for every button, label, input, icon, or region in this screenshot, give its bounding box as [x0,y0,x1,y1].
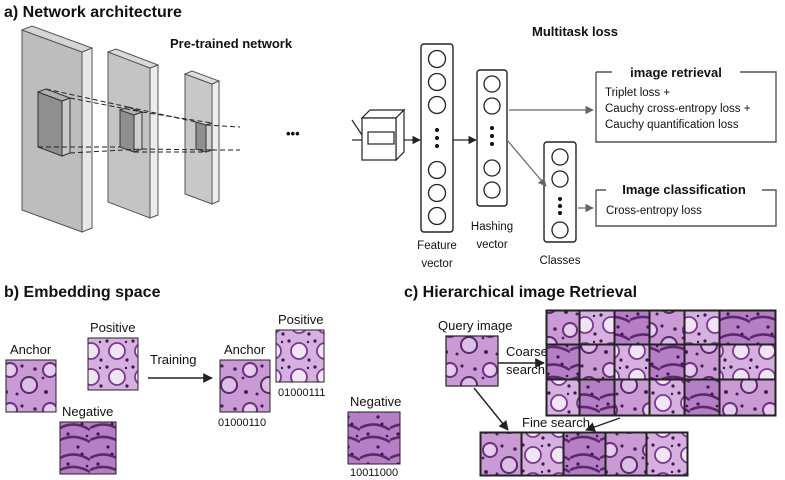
image-classification-title: Image classification [622,182,746,197]
retrieval-loss-line-2: Cauchy cross-entropy loss + [605,103,751,115]
section-a-title: a) Network architecture [4,4,182,21]
positive-image-before [87,337,139,391]
negative-label-before: Negative [62,404,113,419]
coarse-search-label-2: search [506,362,545,377]
negative-label-after: Negative [350,394,401,409]
fine-search-label: Fine search [522,415,590,430]
hash-to-classes-arrow [506,139,547,187]
anchor-image-before [5,359,57,413]
positive-label-before: Positive [90,320,136,335]
layers-ellipsis: ••• [286,126,300,141]
anchor-label-before: Anchor [10,342,52,357]
pretrained-network-label: Pre-trained network [170,36,293,51]
positive-image-after [275,329,325,383]
conv-layer-3 [183,70,221,205]
section-b-title: b) Embedding space [4,284,161,301]
hashing-vector-label-2: vector [476,239,507,251]
training-label: Training [150,352,196,367]
negative-hash-code: 10011000 [350,467,398,479]
classes-label: Classes [540,255,581,267]
coarse-search-grid [545,309,777,417]
fc-layer-cube [351,108,406,162]
feature-vector-column [420,43,454,233]
negative-image-before [59,421,117,475]
classes-column [543,141,577,243]
query-to-fine-arrow [473,387,509,431]
multitask-loss-label: Multitask loss [532,24,618,39]
query-image [445,335,499,387]
coarse-to-fine-arrow [585,417,621,432]
query-image-label: Query image [438,318,512,333]
positive-hash-code: 01000111 [278,387,325,399]
conv-layer-2 [106,48,160,219]
fine-search-results [479,431,689,477]
retrieval-loss-line-1: Triplet loss + [605,87,670,99]
retrieval-loss-line-3: Cauchy quantification loss [605,119,739,131]
feature-vector-label-2: vector [421,258,452,270]
anchor-label-after: Anchor [224,342,266,357]
image-classification-box [595,189,777,227]
anchor-hash-code: 01000110 [218,417,266,429]
conv-layer-1 [20,25,94,233]
section-c-title: c) Hierarchical image Retrieval [404,284,637,301]
hashing-vector-column [476,69,508,207]
hashing-vector-label-1: Hashing [471,221,513,233]
anchor-image-after [219,359,271,413]
coarse-search-label-1: Coarse [506,344,548,359]
receptive-field-lines [38,88,241,154]
image-retrieval-title: image retrieval [630,65,722,80]
classification-loss-line: Cross-entropy loss [606,205,702,217]
negative-image-after [347,411,401,465]
positive-label-after: Positive [278,312,324,327]
feature-vector-label-1: Feature [417,240,457,252]
image-retrieval-box [595,71,777,143]
